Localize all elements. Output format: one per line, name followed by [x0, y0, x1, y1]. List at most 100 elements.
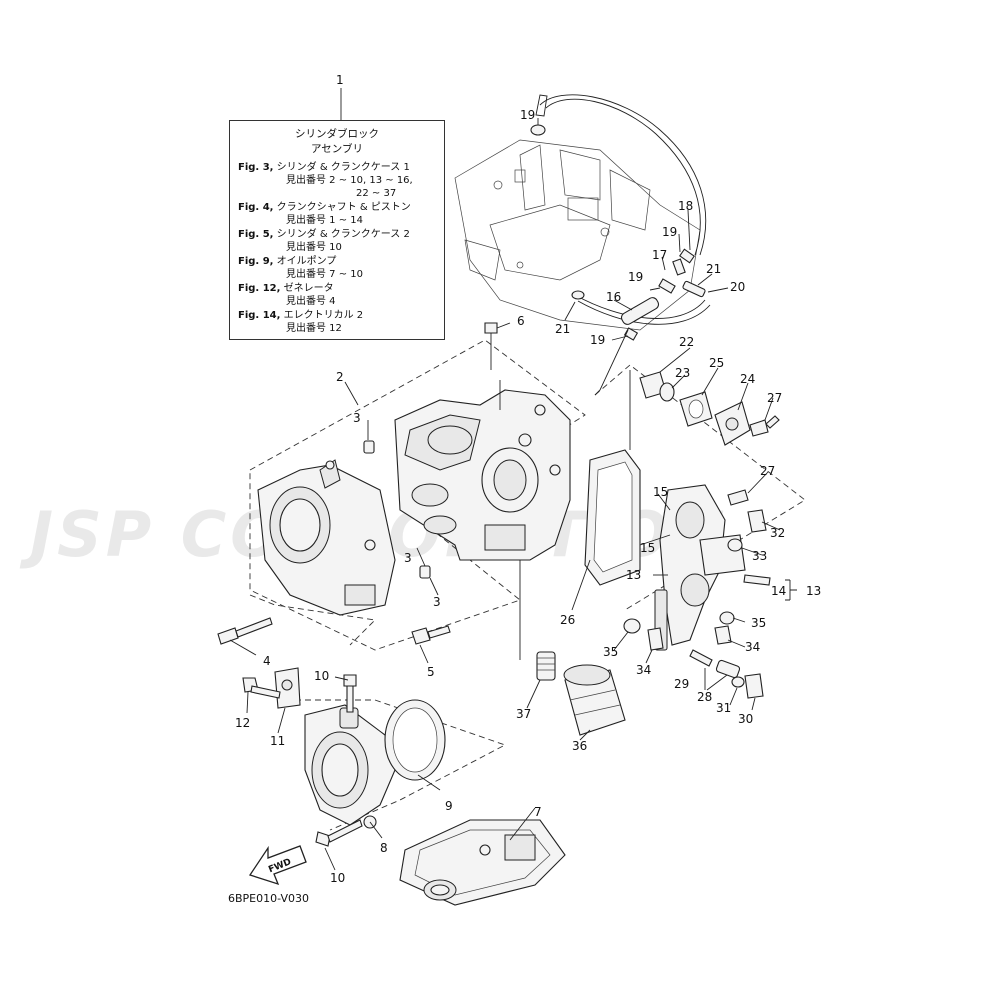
ref-index: 見出番号 1 ~ 14	[286, 215, 364, 226]
cylinder-block	[394, 380, 571, 561]
oil-filter-36	[563, 664, 626, 736]
washer-33	[727, 538, 743, 552]
spring-28	[715, 659, 741, 679]
ref-name: シリンダ & クランクケース 1	[276, 162, 410, 173]
crankcase	[257, 459, 396, 616]
ref-fig: Fig. 3,	[238, 162, 274, 173]
ref-index: 見出番号 2 ~ 10, 13 ~ 16,	[286, 175, 413, 186]
callout-26: 26	[560, 613, 575, 627]
callout-10: 10	[330, 871, 345, 885]
ref-fig: Fig. 5,	[238, 229, 274, 240]
callout-21: 21	[706, 262, 721, 276]
diagram-code: 6BPE010-V030	[228, 892, 309, 905]
washer-35-left	[623, 618, 641, 634]
callout-28: 28	[697, 690, 712, 704]
ref-index: 見出番号 10	[286, 242, 342, 253]
callout-19: 19	[628, 270, 643, 284]
callout-25: 25	[709, 356, 724, 370]
callout-37: 37	[516, 707, 531, 721]
callout-21: 21	[555, 322, 570, 336]
callout-14: 14	[771, 584, 786, 598]
callout-35: 35	[751, 616, 766, 630]
callout-6: 6	[517, 314, 525, 328]
callout-10: 10	[314, 669, 329, 683]
ref-index: 見出番号 12	[286, 323, 342, 334]
callout-2: 2	[336, 370, 344, 384]
callout-19: 19	[520, 108, 535, 122]
ref-fig: Fig. 12,	[238, 283, 281, 294]
callout-23: 23	[675, 366, 690, 380]
callout-7: 7	[534, 805, 542, 819]
union-37	[536, 651, 556, 681]
washer-31	[731, 676, 745, 688]
oil-pump-cover	[304, 704, 396, 826]
gasket-25	[679, 391, 713, 427]
callout-numbers: 2 3 3 3 4 5 6 7 8 9 10 10 11 12 13 13 14…	[235, 73, 821, 885]
callout-9: 9	[445, 799, 453, 813]
gasket-9	[384, 699, 446, 781]
callout-20: 20	[730, 280, 745, 294]
bolt-27-lower	[727, 489, 749, 506]
callout-34: 34	[636, 663, 651, 677]
plug-32	[747, 509, 767, 533]
oil-pump-boundary	[285, 699, 507, 831]
fwd-arrow: FWD	[248, 845, 307, 886]
callout-15: 15	[640, 541, 655, 555]
callout-36: 36	[572, 739, 587, 753]
housing-13	[654, 484, 746, 651]
callout-16: 16	[606, 290, 621, 304]
callout-27: 27	[767, 391, 782, 405]
callout-34: 34	[745, 640, 760, 654]
legend-ref: Fig. 12, ゼネレータ 見出番号 4	[238, 282, 436, 308]
cover-24	[714, 401, 751, 446]
callout-19: 19	[590, 333, 605, 347]
ref-fig: Fig. 14,	[238, 310, 281, 321]
legend-ref: Fig. 3, シリンダ & クランクケース 1 見出番号 2 ~ 10, 13…	[238, 161, 436, 200]
callout-19: 19	[662, 225, 677, 239]
bolt-10-lower	[315, 819, 363, 847]
ref-index-cont: 22 ~ 37	[356, 188, 397, 199]
bracket-11	[274, 667, 301, 709]
bolt-4	[217, 617, 273, 645]
legend-ref: Fig. 14, エレクトリカル 2 見出番号 12	[238, 309, 436, 335]
bolt-27-upper	[749, 415, 780, 437]
callout-8: 8	[380, 841, 388, 855]
callout-12: 12	[235, 716, 250, 730]
ref-fig: Fig. 4,	[238, 202, 274, 213]
plug-30	[744, 673, 764, 699]
ref-name: ゼネレータ	[283, 283, 334, 294]
bolt-guide-line	[249, 594, 376, 646]
callout-22: 22	[679, 335, 694, 349]
washer-23	[659, 382, 675, 402]
callout-11: 11	[270, 734, 285, 748]
callout-3: 3	[404, 551, 412, 565]
bolt-5	[411, 625, 451, 645]
callout-35: 35	[603, 645, 618, 659]
plug-34-left	[647, 627, 664, 651]
legend-title-line2: アセンブリ	[311, 143, 363, 155]
oil-pan	[399, 819, 566, 906]
callout-18: 18	[678, 199, 693, 213]
callout-3: 3	[433, 595, 441, 609]
engine-upper-sketch	[454, 94, 711, 331]
legend-box: シリンダブロック アセンブリ Fig. 3, シリンダ & クランクケース 1 …	[229, 120, 445, 340]
bolt-29	[689, 649, 713, 667]
ref-name: クランクシャフト & ピストン	[276, 202, 411, 213]
hose-fittings	[530, 124, 706, 341]
bolt-12	[242, 677, 281, 699]
ref-name: エレクトリカル 2	[283, 310, 364, 321]
leader-lines	[229, 88, 797, 871]
callout-29: 29	[674, 677, 689, 691]
ref-name: オイルポンプ	[276, 256, 337, 267]
legend-title-line1: シリンダブロック	[295, 128, 379, 140]
legend-ref: Fig. 9, オイルポンプ 見出番号 7 ~ 10	[238, 255, 436, 281]
callout-15: 15	[653, 485, 668, 499]
callout-24: 24	[740, 372, 755, 386]
plug-34-right	[714, 625, 732, 645]
gasket-26	[584, 449, 641, 586]
callout-5: 5	[427, 665, 435, 679]
ref-index: 見出番号 7 ~ 10	[286, 269, 364, 280]
callout-32: 32	[770, 526, 785, 540]
legend-ref: Fig. 5, シリンダ & クランクケース 2 見出番号 10	[238, 228, 436, 254]
